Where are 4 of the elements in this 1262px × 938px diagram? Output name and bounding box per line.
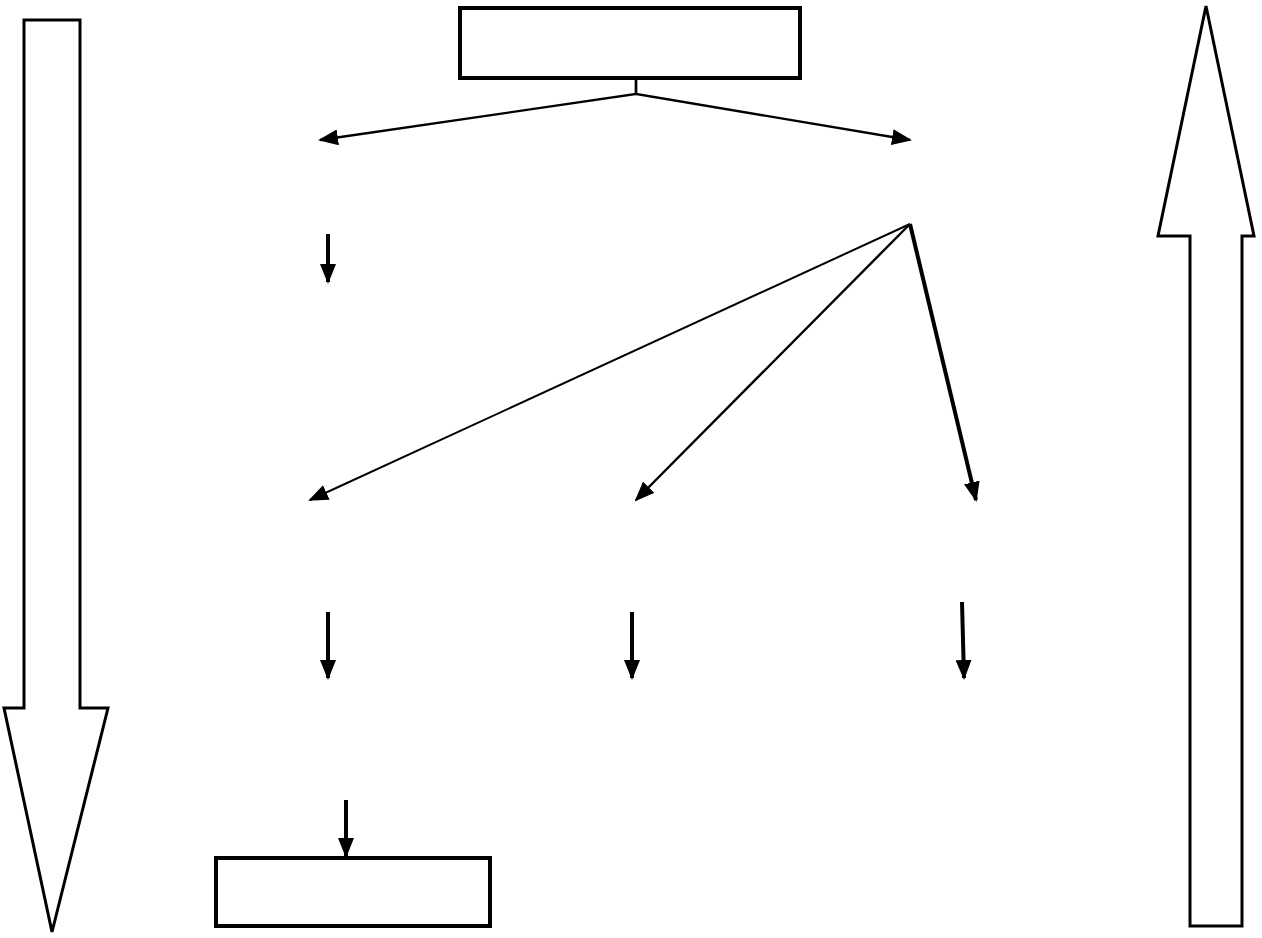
arrow [338,800,354,858]
arrow [634,80,912,145]
empty-box [214,856,492,928]
empty-box [458,6,802,80]
